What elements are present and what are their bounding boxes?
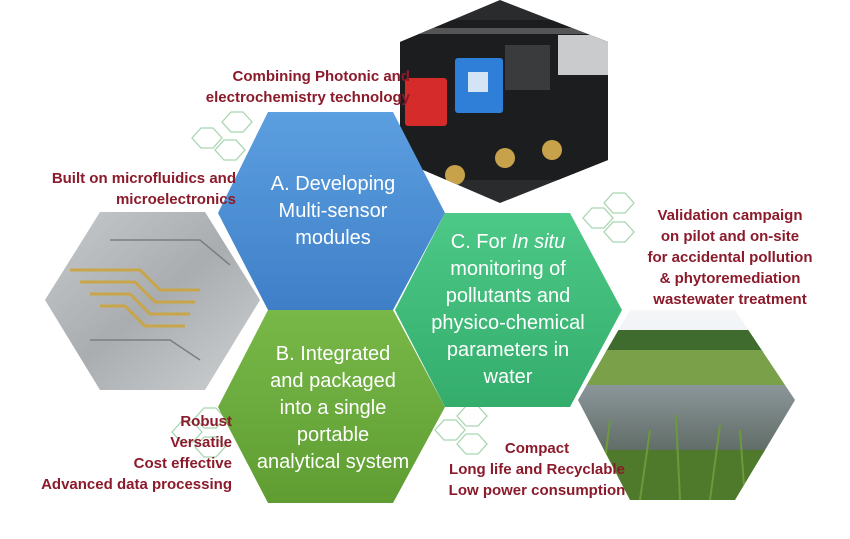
label-line: Robust [180,413,232,430]
label-line: Versatile [170,434,232,451]
hexagon-c-line: physico-chemical [431,312,585,334]
label-line: Built on microfluidics and [51,170,236,187]
label-line: Combining Photonic and [232,68,410,85]
label-line: Low power consumption [448,482,626,499]
label-line: Long life and Recyclable [449,461,625,478]
hexagon-b-line: analytical system [256,451,410,473]
hexagon-a-line: modules [295,227,371,249]
hexagon-a-line: Multi-sensor [278,200,388,222]
hexagon-c-prefix: C. For [450,231,512,253]
label-microfluidics: Built on microfluidics and microelectron… [10,168,236,210]
hexagon-c [395,213,622,407]
label-photonic: Combining Photonic and electrochemistry … [160,66,410,108]
label-compact: Compact Long life and Recyclable Low pow… [432,438,642,501]
label-line: wastewater treatment [653,291,807,308]
label-line: Advanced data processing [41,476,232,493]
label-line: Cost effective [133,455,232,472]
label-line: Compact [504,440,570,457]
hexagon-c-line: monitoring of [450,258,566,280]
hexagon-b-line: portable [296,424,370,446]
hexagon-b-text: B. Integrated and packaged into a single… [238,341,428,476]
label-line: microelectronics [115,191,236,208]
hexagon-a-text: A. Developing Multi-sensor modules [238,171,428,252]
hexagon-c-title: C. For In situ [413,229,603,256]
label-line: electrochemistry technology [205,89,410,106]
hexagon-c-italic: In situ [511,231,566,253]
hexagon-b [218,310,445,503]
label-line: & phytoremediation [659,270,801,287]
hexagon-a-line: A. Developing [270,173,396,195]
hexagon-b-line: into a single [279,397,387,419]
hexagon-a [218,112,445,310]
label-line: for accidental pollution [647,249,813,266]
hexagon-c-line: parameters in [446,339,570,361]
hexagon-b-line: B. Integrated [275,343,391,365]
label-line: on pilot and on-site [660,228,800,245]
hexagon-c-line: pollutants and [445,285,571,307]
label-robust: Robust Versatile Cost effective Advanced… [20,411,232,495]
hexagon-c-text: C. For In situ monitoring of pollutants … [413,229,603,391]
small-hex-cluster [171,111,635,458]
circuit-board-photo [400,0,608,203]
hexagon-c-line: water [483,366,533,388]
label-line: Validation campaign [657,207,803,224]
label-validation: Validation campaign on pilot and on-site… [615,205,845,310]
hexagon-b-line: and packaged [270,370,396,392]
